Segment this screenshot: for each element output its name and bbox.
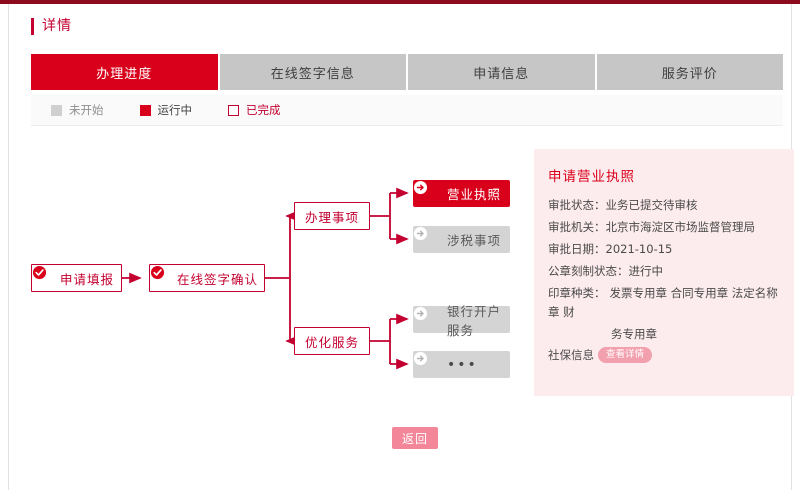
social-insurance-label: 社保信息 <box>548 348 594 362</box>
flow-node-label: 在线签字确认 <box>176 271 258 287</box>
panel-row-approval-status: 审批状态：业务已提交待审核 <box>548 196 780 215</box>
panel-row-social-insurance: 社保信息 查看详情 <box>548 347 780 363</box>
tab-online-signature-info[interactable]: 在线签字信息 <box>219 54 408 90</box>
legend-item-completed: 已完成 <box>228 102 281 118</box>
panel-key: 印章种类： <box>548 286 606 300</box>
panel-value: 务专用章 <box>611 327 657 341</box>
panel-value: 发票专用章 合同专用章 法定名称章 财 <box>548 286 778 319</box>
title-accent-bar <box>31 17 34 35</box>
tab-handling-progress[interactable]: 办理进度 <box>31 54 220 90</box>
panel-row-seal-carving-status: 公章刻制状态：进行中 <box>548 262 780 281</box>
panel-key: 审批机关： <box>548 220 606 234</box>
flow-node-more[interactable]: ••• <box>413 351 510 378</box>
flow-node-label: 银行开户服务 <box>447 303 502 338</box>
progress-flowchart: 申请填报 在线签字确认 办理事项 优化服务 <box>9 126 800 426</box>
legend-item-running: 运行中 <box>139 102 193 118</box>
flow-node-label: 办理事项 <box>304 209 359 225</box>
flow-node-online-sign[interactable]: 在线签字确认 <box>149 264 265 292</box>
panel-key: 审批日期： <box>548 242 606 256</box>
flow-connectors <box>122 187 409 370</box>
panel-title: 申请营业执照 <box>548 169 635 185</box>
legend-label-completed: 已完成 <box>246 103 281 117</box>
tab-application-info[interactable]: 申请信息 <box>408 54 597 90</box>
arrow-circle-icon <box>413 351 438 372</box>
tab-bar: 办理进度 在线签字信息 申请信息 服务评价 <box>31 54 783 90</box>
panel-value: 2021-10-15 <box>605 242 673 256</box>
panel-value: 业务已提交待审核 <box>605 198 698 212</box>
panel-key: 审批状态： <box>548 198 606 212</box>
panel-row-approval-authority: 审批机关：北京市海淀区市场监督管理局 <box>548 218 780 237</box>
top-accent-strip <box>0 0 800 4</box>
arrow-circle-icon <box>413 226 438 247</box>
page-title: 详情 <box>31 14 72 38</box>
flow-node-label: 营业执照 <box>447 187 502 202</box>
arrow-circle-icon <box>413 306 438 327</box>
status-legend: 未开始 运行中 已完成 <box>31 95 783 126</box>
legend-swatch-not-started <box>51 104 62 116</box>
panel-value: 北京市海淀区市场监督管理局 <box>605 220 756 234</box>
flow-node-handle-items[interactable]: 办理事项 <box>294 202 370 230</box>
check-circle-icon <box>150 265 171 286</box>
flow-node-label: 申请填报 <box>59 271 114 287</box>
flow-node-label: ••• <box>447 356 478 373</box>
panel-row-seal-types: 印章种类：发票专用章 合同专用章 法定名称章 财 <box>548 284 780 322</box>
panel-row-approval-date: 审批日期：2021-10-15 <box>548 240 780 259</box>
flow-node-apply-fill[interactable]: 申请填报 <box>31 264 122 292</box>
view-details-button[interactable]: 查看详情 <box>598 347 653 363</box>
back-button[interactable]: 返回 <box>392 427 438 449</box>
flow-node-label: 涉税事项 <box>447 233 502 248</box>
legend-item-not-started: 未开始 <box>51 102 104 118</box>
arrow-circle-icon <box>413 180 438 201</box>
legend-swatch-completed <box>228 104 239 116</box>
panel-value: 进行中 <box>628 264 664 278</box>
application-info-panel: 申请营业执照 审批状态：业务已提交待审核 审批机关：北京市海淀区市场监督管理局 … <box>534 149 794 396</box>
flow-node-bank-account[interactable]: 银行开户服务 <box>413 304 510 338</box>
page-card: 详情 办理进度 在线签字信息 申请信息 服务评价 未开始 运行中 已完成 <box>8 4 794 490</box>
check-circle-icon <box>32 265 54 286</box>
panel-row-seal-types-continued: 务专用章 <box>548 325 780 344</box>
panel-key: 公章刻制状态： <box>548 264 629 278</box>
legend-swatch-running <box>139 104 151 116</box>
legend-label-running: 运行中 <box>157 103 193 117</box>
page-title-text: 详情 <box>42 17 72 34</box>
legend-label-not-started: 未开始 <box>69 103 104 117</box>
flow-node-label: 优化服务 <box>304 334 359 350</box>
flow-node-tax-matters[interactable]: 涉税事项 <box>413 226 510 253</box>
flow-node-optimize-service[interactable]: 优化服务 <box>294 327 370 355</box>
flow-node-business-license[interactable]: 营业执照 <box>413 180 510 207</box>
tab-service-evaluation[interactable]: 服务评价 <box>596 54 783 90</box>
